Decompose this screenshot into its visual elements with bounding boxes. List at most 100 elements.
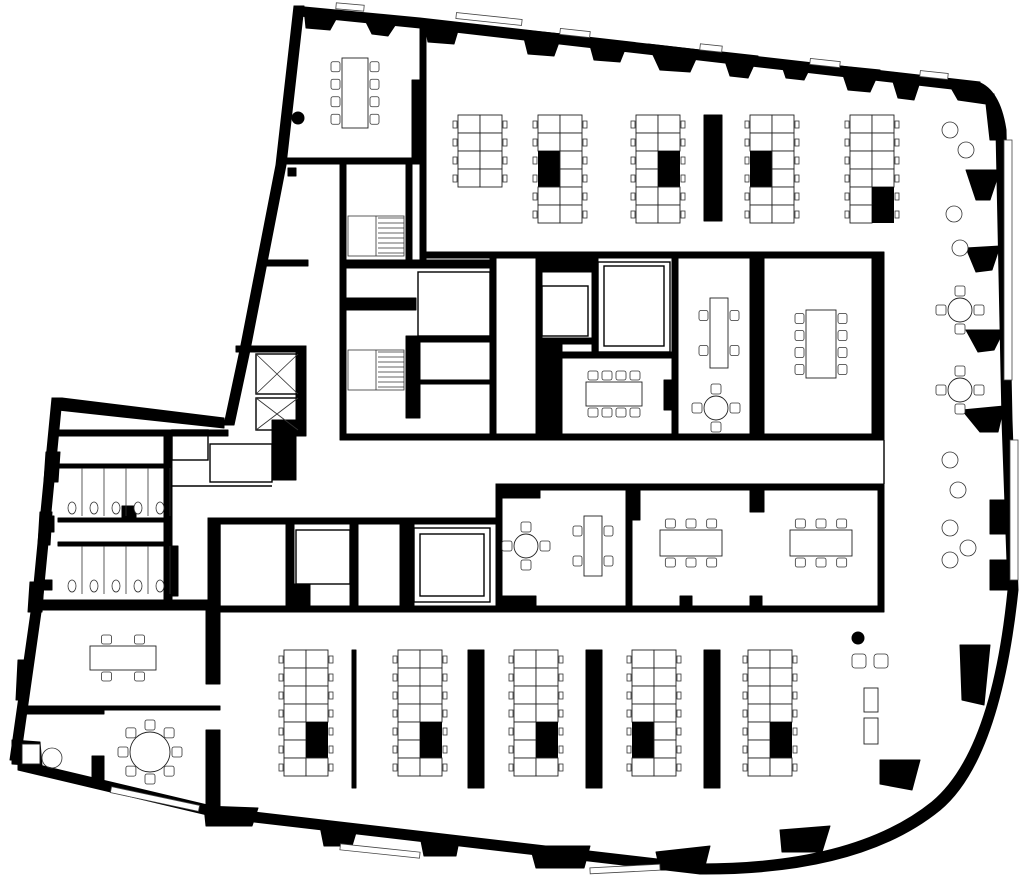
chair	[698, 345, 709, 356]
chair	[710, 383, 722, 395]
chair	[836, 557, 848, 568]
chair	[629, 407, 641, 418]
chair	[710, 421, 722, 433]
round-table-icon	[117, 285, 985, 785]
chair	[442, 763, 448, 772]
round-table	[129, 731, 171, 773]
desk	[872, 205, 894, 223]
desk	[769, 649, 793, 669]
round-table	[947, 377, 973, 403]
chair	[330, 113, 341, 125]
chair	[330, 96, 341, 108]
chair	[278, 709, 284, 718]
chair	[502, 174, 508, 183]
chair	[615, 407, 627, 418]
chair	[630, 138, 636, 147]
chair	[626, 691, 632, 700]
chair	[729, 310, 740, 321]
chair	[792, 709, 798, 718]
desk	[513, 757, 537, 777]
desk	[457, 150, 481, 170]
desk	[635, 204, 659, 224]
desk	[747, 685, 771, 705]
chair	[603, 525, 614, 537]
desk	[536, 740, 558, 758]
desk	[283, 685, 307, 705]
desk	[535, 667, 559, 687]
chair	[680, 120, 686, 129]
desk	[419, 685, 443, 705]
chair	[680, 138, 686, 147]
partition	[351, 649, 357, 789]
desk	[635, 168, 659, 188]
desk	[559, 168, 583, 188]
desk	[457, 132, 481, 152]
cabinet	[863, 717, 879, 745]
lounge-chair	[941, 451, 959, 469]
chair	[792, 763, 798, 772]
desk	[305, 685, 329, 705]
chair	[601, 370, 613, 381]
chair	[392, 673, 398, 682]
storage-wall	[467, 649, 485, 789]
desk	[397, 685, 421, 705]
chair	[742, 745, 748, 754]
desk	[513, 703, 537, 723]
desk	[559, 186, 583, 206]
desk	[397, 721, 421, 741]
desk	[559, 132, 583, 152]
chair	[171, 746, 183, 758]
chair	[742, 727, 748, 736]
chair	[452, 156, 458, 165]
chair	[626, 709, 632, 718]
chair	[532, 192, 538, 201]
chair	[837, 347, 848, 358]
chair	[392, 745, 398, 754]
round-table	[703, 395, 729, 421]
chair	[626, 655, 632, 664]
desk	[537, 132, 561, 152]
chair	[894, 138, 900, 147]
desk	[657, 186, 681, 206]
toilet-stall-icon	[67, 468, 171, 594]
desk	[420, 722, 442, 740]
chair	[792, 673, 798, 682]
chair	[330, 78, 341, 90]
chair	[680, 174, 686, 183]
toilet	[89, 579, 99, 593]
chair	[532, 120, 538, 129]
chair	[330, 61, 341, 73]
desk	[513, 721, 537, 741]
desk	[631, 649, 655, 669]
desk	[635, 186, 659, 206]
chair	[664, 518, 676, 529]
desk	[397, 703, 421, 723]
chair	[278, 745, 284, 754]
chair	[278, 763, 284, 772]
chair	[328, 691, 334, 700]
lounge-chair	[945, 205, 963, 223]
chair	[502, 138, 508, 147]
chair	[582, 174, 588, 183]
desk	[747, 667, 771, 687]
chair	[117, 746, 129, 758]
chair	[685, 557, 697, 568]
desk	[397, 649, 421, 669]
desk	[537, 204, 561, 224]
chair	[603, 555, 614, 567]
chair	[520, 521, 532, 533]
desk-cluster-icon	[278, 114, 900, 777]
chair	[125, 727, 137, 739]
desk	[747, 757, 771, 777]
chair	[706, 557, 718, 568]
facade-piers	[11, 7, 1011, 871]
chair	[664, 557, 676, 568]
desk	[538, 151, 560, 169]
chair	[163, 727, 175, 739]
chair	[442, 727, 448, 736]
chair	[676, 709, 682, 718]
chair	[676, 727, 682, 736]
desk	[419, 703, 443, 723]
chair	[101, 671, 112, 682]
chair	[729, 402, 741, 414]
